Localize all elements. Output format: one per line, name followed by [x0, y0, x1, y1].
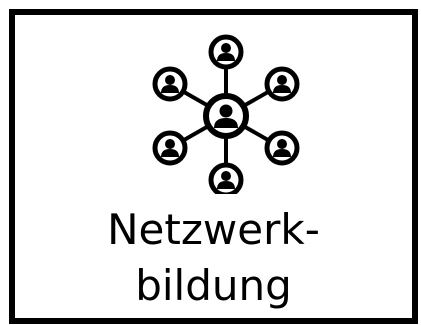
caption-line-1: Netzwerk- — [107, 205, 320, 254]
person-node-top — [211, 37, 241, 67]
person-node-bottom — [211, 165, 241, 194]
person-node-top-left — [155, 69, 185, 99]
person-hub-center — [206, 96, 246, 136]
person-node-bottom-right — [267, 133, 297, 163]
network-building-tile: Netzwerk- bildung — [9, 9, 418, 324]
network-people-icon — [146, 34, 306, 194]
caption-line-2: bildung — [135, 261, 292, 310]
person-node-top-right — [267, 69, 297, 99]
person-node-bottom-left — [155, 133, 185, 163]
